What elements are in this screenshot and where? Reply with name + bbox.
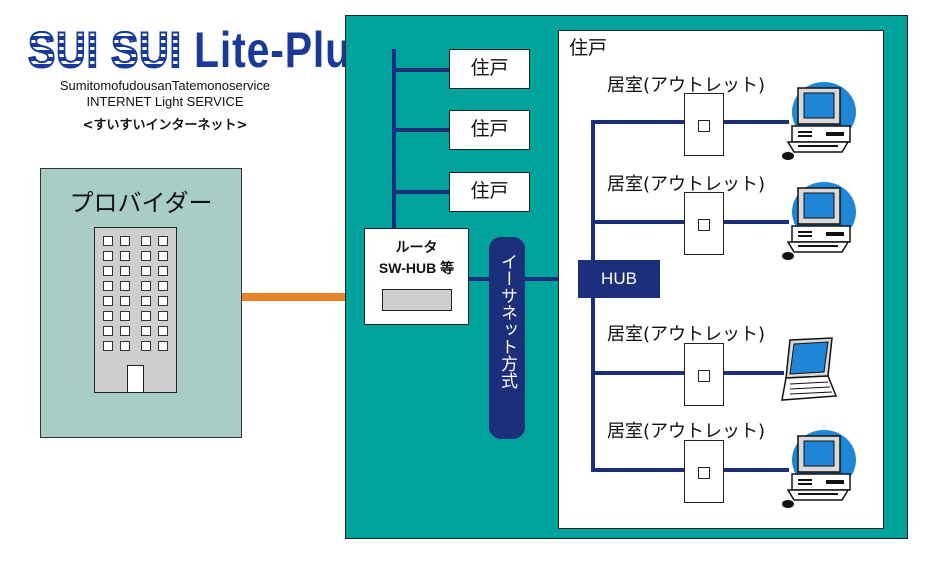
branch-line-3 — [591, 371, 684, 375]
branch-line-4 — [591, 468, 684, 472]
provider-cable — [242, 293, 378, 301]
building-window — [141, 296, 151, 306]
building-window — [103, 266, 113, 276]
building-window — [141, 311, 151, 321]
outlet-jack — [698, 120, 710, 132]
branch-line-1 — [591, 120, 684, 124]
building-window — [158, 296, 168, 306]
building-window — [103, 326, 113, 336]
branch-line-2 — [591, 220, 684, 224]
desktop-pc-icon — [782, 182, 856, 260]
outlet-device-line-3 — [724, 371, 784, 375]
logo-sui-sui: SUI SUI — [27, 21, 182, 79]
building-window — [120, 266, 130, 276]
building-window — [158, 236, 168, 246]
building-window — [103, 236, 113, 246]
outlet-2 — [684, 192, 724, 255]
laptop-icon — [781, 337, 838, 401]
building-window — [141, 341, 151, 351]
building-icon — [94, 227, 177, 393]
outlet-3 — [684, 343, 724, 406]
building-window — [103, 281, 113, 291]
room-label-1: 居室(アウトレット) — [607, 75, 766, 96]
backbone-line-unit-1 — [392, 68, 450, 72]
building-window — [120, 311, 130, 321]
backbone-line-unit-2 — [392, 128, 450, 132]
unit-box-3: 住戸 — [449, 172, 530, 212]
ethernet-to-hub-line — [525, 277, 578, 281]
building-window — [120, 236, 130, 246]
logo-wordmark: SUI SUI Lite-Plus — [27, 21, 375, 79]
building-window — [120, 341, 130, 351]
outlet-device-line-1 — [724, 120, 789, 124]
building-window — [158, 341, 168, 351]
room-label-2: 居室(アウトレット) — [607, 174, 766, 195]
building-window — [103, 296, 113, 306]
building-window — [141, 281, 151, 291]
building-window — [158, 281, 168, 291]
building-window — [141, 326, 151, 336]
ethernet-label: イーサネット方式 — [497, 253, 517, 389]
unit-box-2: 住戸 — [449, 110, 530, 150]
router-label: ルータ — [395, 240, 438, 256]
ethernet-label-pill: イーサネット方式 — [489, 237, 525, 439]
building-window — [103, 341, 113, 351]
desktop-pc-icon — [782, 430, 856, 508]
logo-company: SumitomofudousanTatemonoservice — [59, 78, 271, 93]
room-label-3: 居室(アウトレット) — [607, 324, 766, 345]
building-window — [103, 311, 113, 321]
building-window — [120, 281, 130, 291]
building-window — [158, 326, 168, 336]
router-port — [382, 289, 452, 311]
building-window — [141, 251, 151, 261]
building-window — [158, 311, 168, 321]
backbone-line-unit-3 — [392, 190, 450, 194]
router-to-ethernet-line — [469, 277, 489, 281]
outlet-jack — [698, 370, 710, 382]
hub-distribution-line — [591, 120, 595, 472]
provider-box: プロバイダー — [40, 168, 242, 438]
backbone-line-vertical — [392, 49, 396, 230]
outlet-jack — [698, 467, 710, 479]
building-window — [120, 296, 130, 306]
logo-tagline: <すいすいインターネット> — [82, 118, 248, 133]
outlet-4 — [684, 440, 724, 503]
logo-service: INTERNET Light SERVICE — [86, 94, 244, 109]
outlet-1 — [684, 93, 724, 156]
building-window — [120, 326, 130, 336]
outlet-jack — [698, 219, 710, 231]
building-window — [120, 251, 130, 261]
dwelling-unit-label: 住戸 — [569, 37, 608, 59]
desktop-pc-icon — [782, 82, 856, 160]
building-door — [127, 365, 144, 393]
building-window — [141, 236, 151, 246]
building-window — [103, 251, 113, 261]
outlet-device-line-4 — [724, 468, 789, 472]
room-label-4: 居室(アウトレット) — [607, 421, 766, 442]
provider-label: プロバイダー — [69, 189, 213, 217]
outlet-device-line-2 — [724, 220, 789, 224]
router-box: ルータ SW-HUB 等 — [364, 228, 469, 325]
logo-lite-plus: Lite-Plus — [194, 22, 375, 78]
switch-hub-label: SW-HUB 等 — [378, 260, 455, 276]
building-window — [158, 251, 168, 261]
unit-box-1: 住戸 — [449, 49, 530, 89]
building-window — [158, 266, 168, 276]
building-window — [141, 266, 151, 276]
